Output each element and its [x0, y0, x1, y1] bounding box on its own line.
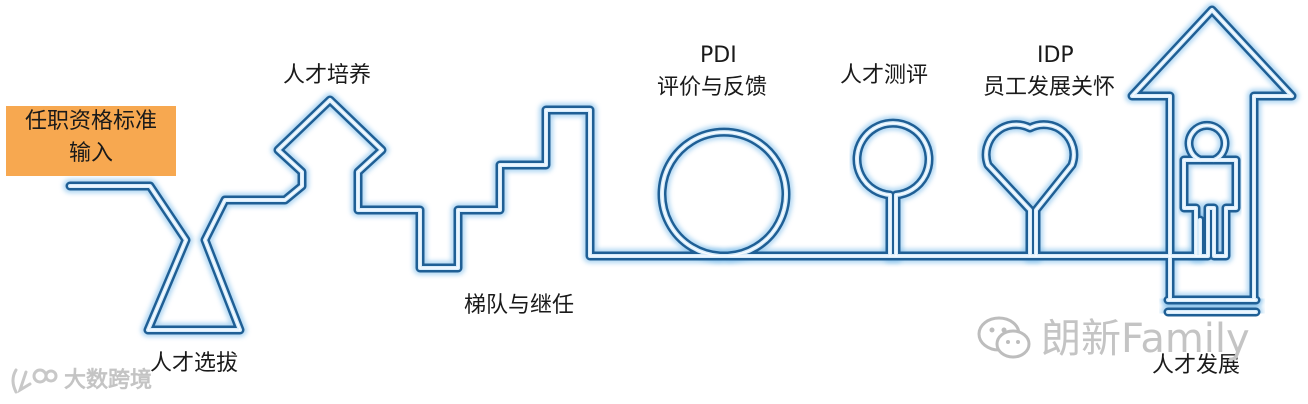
- input-label-line1: 任职资格标准: [6, 106, 176, 138]
- input-label-line2: 输入: [6, 138, 176, 170]
- right-watermark-text: 朗新Family: [1041, 312, 1250, 366]
- pdi-subtitle: 评价与反馈: [657, 74, 767, 102]
- pdi-title: PDI: [700, 42, 737, 70]
- watermark-logo-icon: [8, 366, 58, 396]
- training-label: 人才培养: [283, 62, 371, 90]
- selection-label: 人才选拔: [150, 350, 238, 378]
- succession-label: 梯队与继任: [464, 292, 574, 320]
- idp-subtitle: 员工发展关怀: [983, 74, 1115, 102]
- wechat-icon: [975, 314, 1035, 364]
- left-watermark-text: 大数跨境: [64, 366, 152, 396]
- tube-segment: [662, 132, 786, 256]
- idp-title: IDP: [1037, 42, 1074, 70]
- assessment-label: 人才测评: [840, 62, 928, 90]
- input-box: 任职资格标准 输入: [6, 106, 176, 176]
